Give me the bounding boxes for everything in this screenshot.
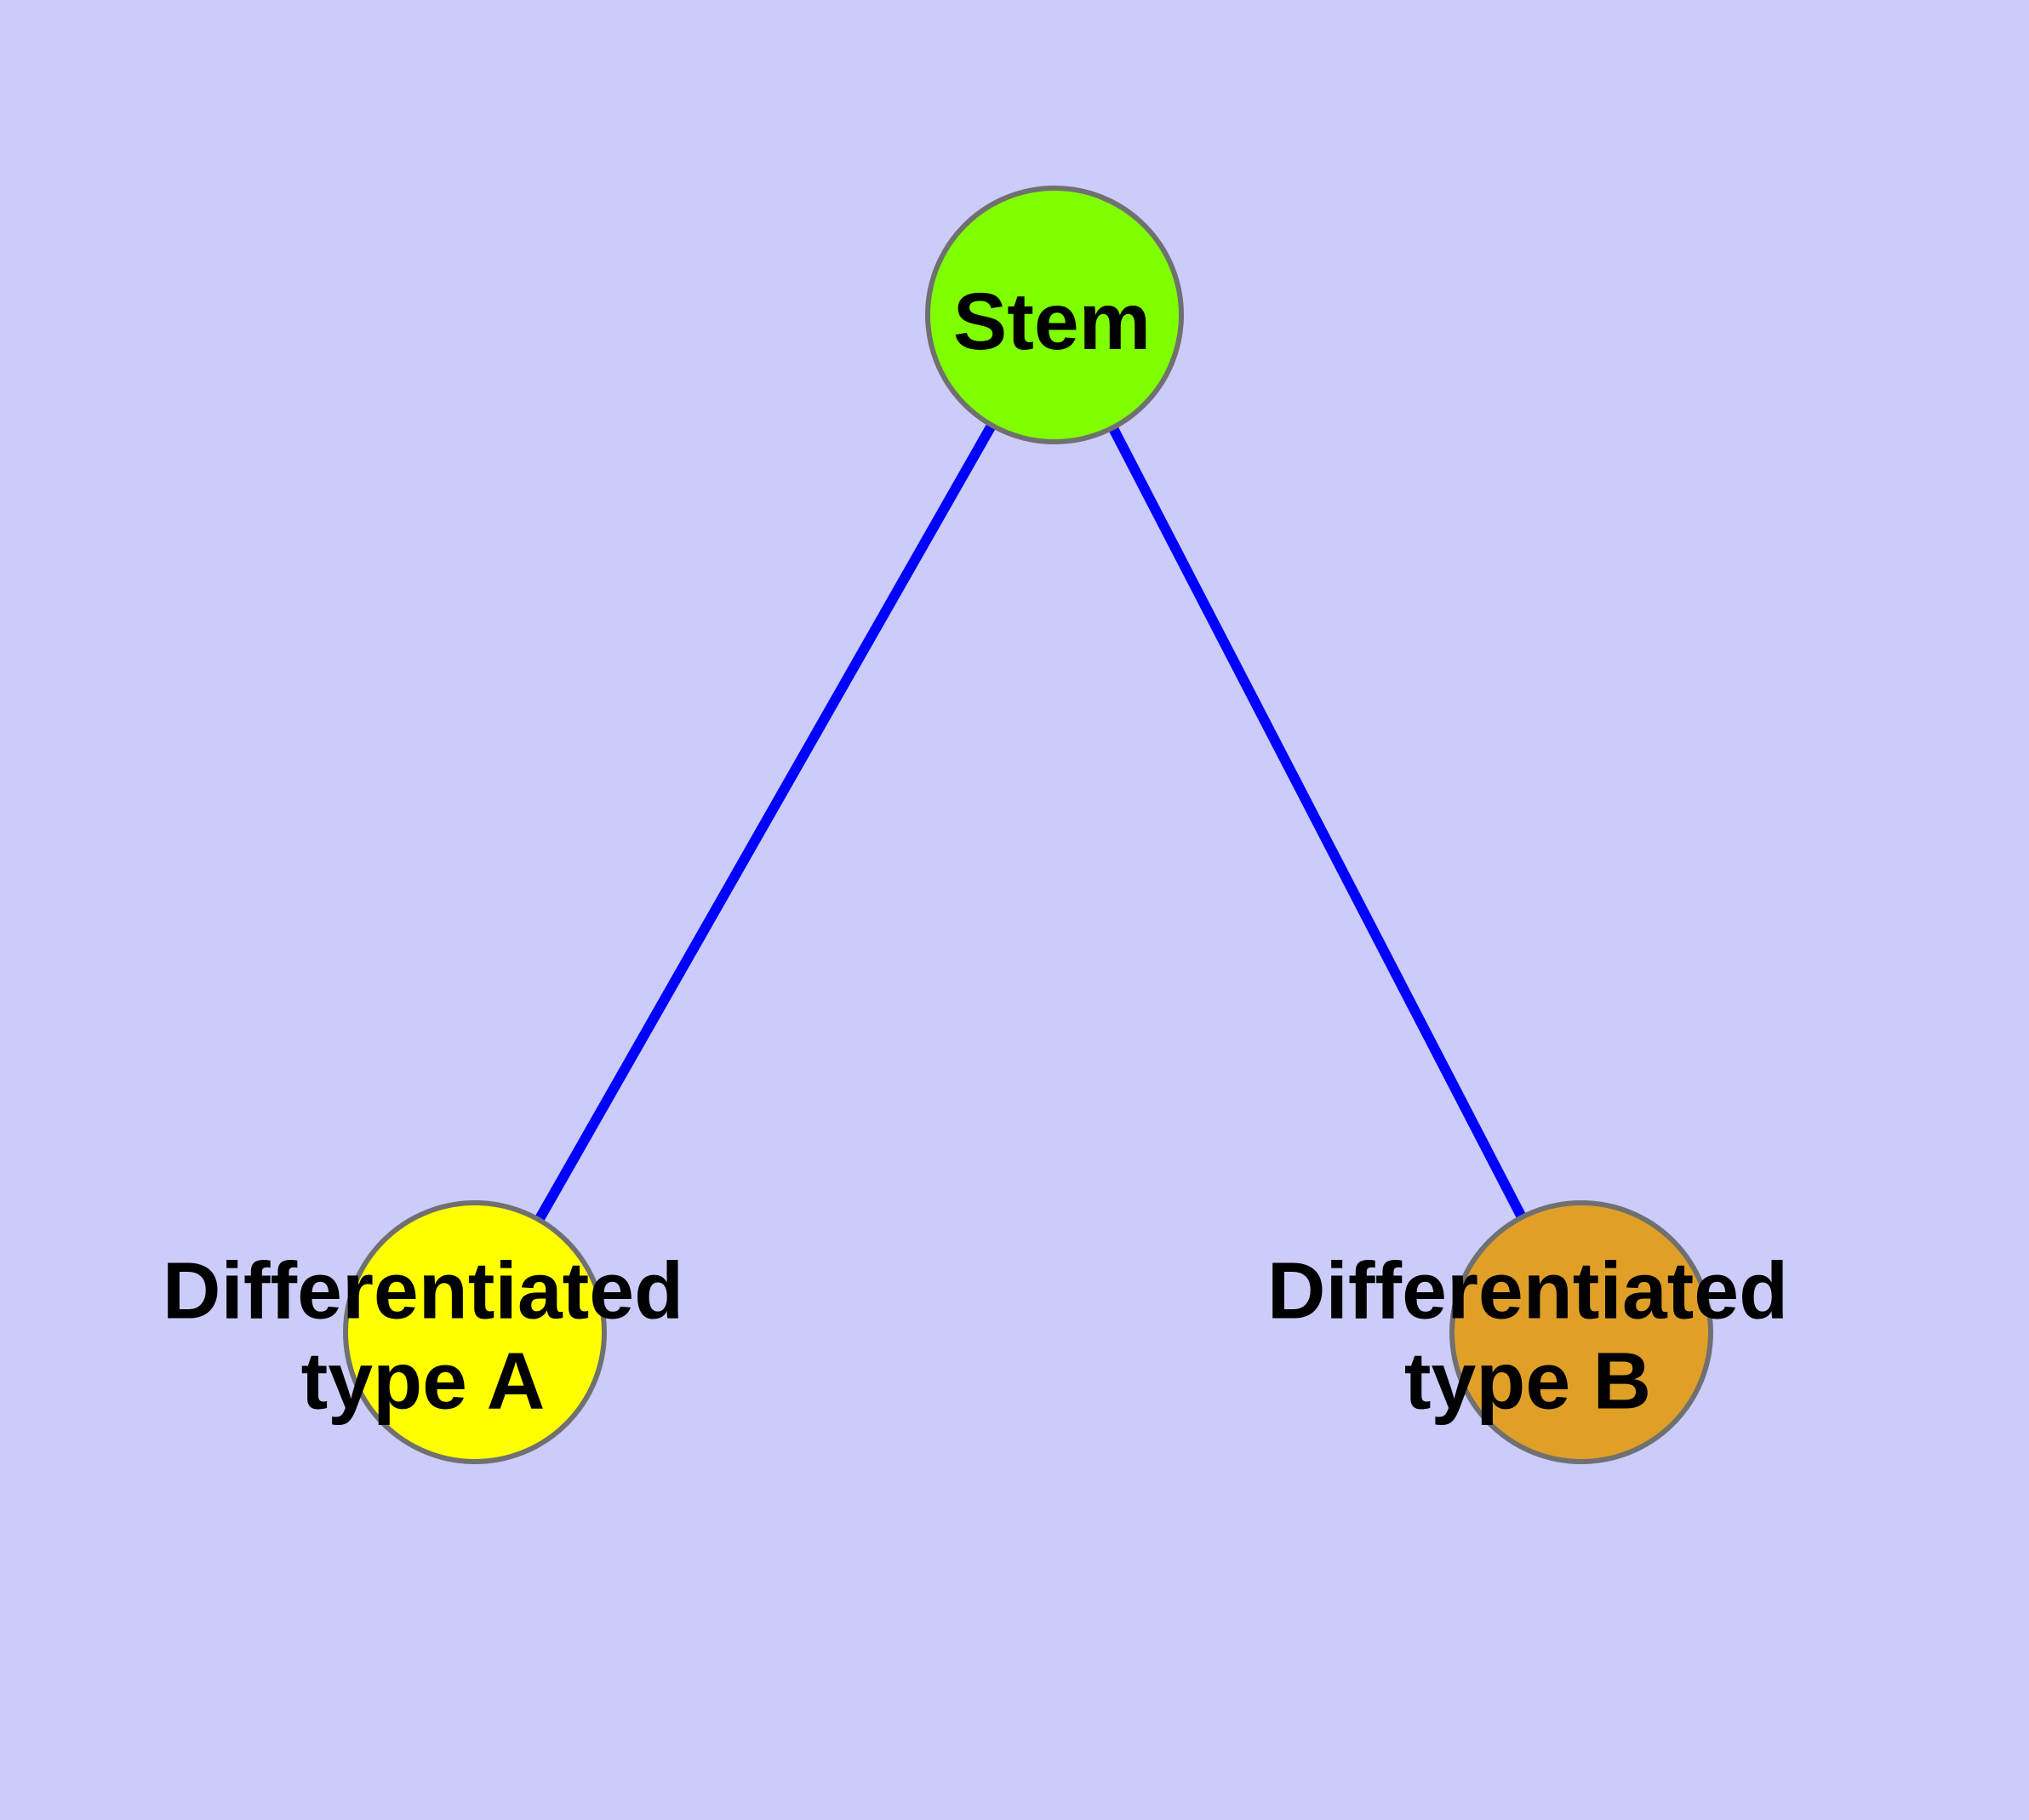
edges-layer (470, 312, 1586, 1335)
edge-stem-to-diff_a[interactable] (470, 312, 1060, 1335)
edge-stem-to-diff_b[interactable] (1049, 312, 1586, 1335)
nodes-layer (343, 186, 1713, 1464)
node-circle-diff_b[interactable] (1449, 1200, 1713, 1464)
node-circle-diff_a[interactable] (343, 1200, 607, 1464)
node-circle-stem[interactable] (925, 186, 1184, 444)
